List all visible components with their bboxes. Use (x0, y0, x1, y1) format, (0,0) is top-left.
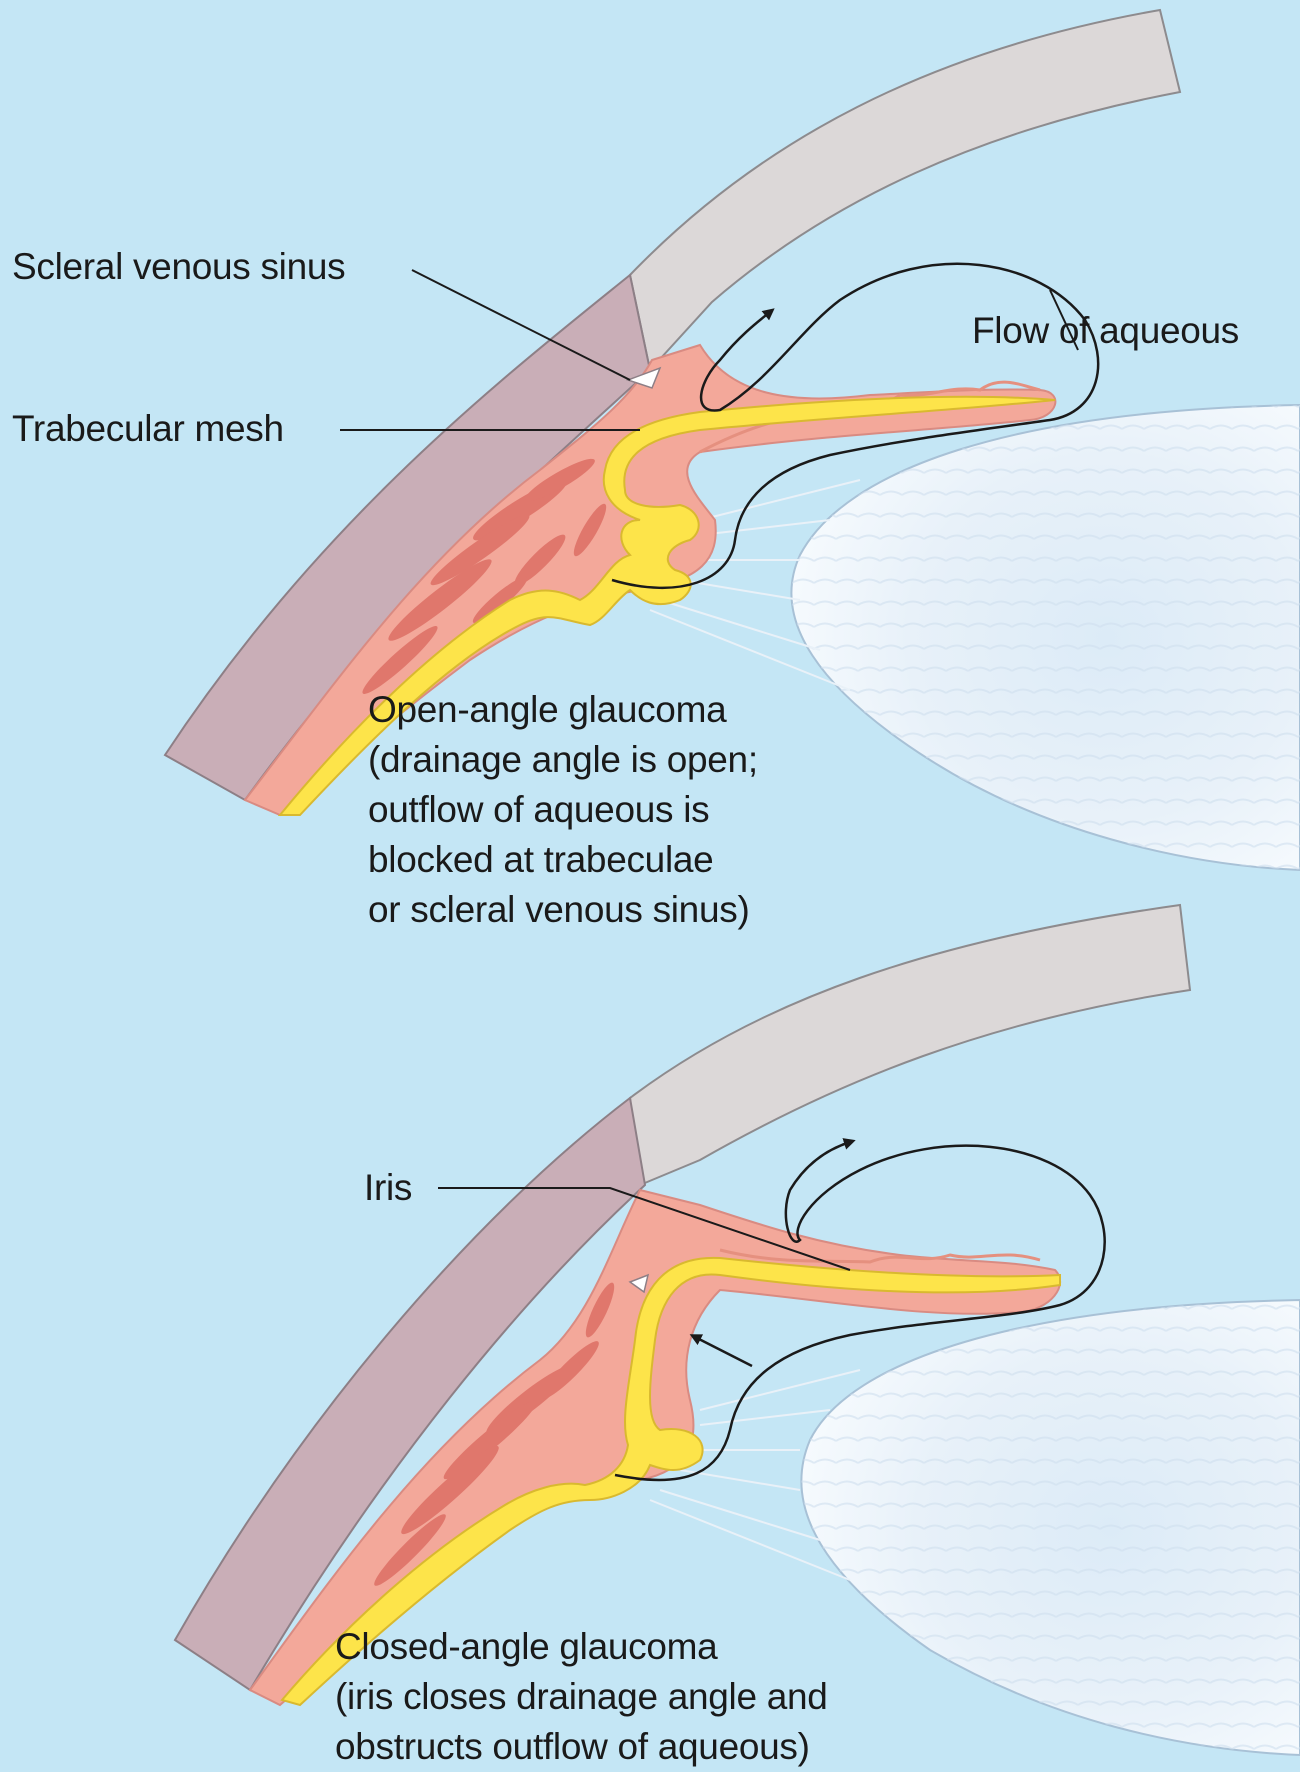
caption-line: Closed-angle glaucoma (335, 1622, 828, 1672)
label-scleral-venous-sinus: Scleral venous sinus (12, 242, 345, 292)
caption-line: (iris closes drainage angle and (335, 1672, 828, 1722)
caption-line: (drainage angle is open; (368, 735, 758, 785)
label-flow-of-aqueous: Flow of aqueous (972, 306, 1239, 356)
caption-line: outflow of aqueous is (368, 785, 758, 835)
caption-line: blocked at trabeculae (368, 835, 758, 885)
caption-line: Open-angle glaucoma (368, 685, 758, 735)
iris-pressure-arrow (695, 1337, 752, 1366)
caption-open-angle: Open-angle glaucoma (drainage angle is o… (368, 685, 758, 935)
label-trabecular-mesh: Trabecular mesh (12, 404, 284, 454)
caption-closed-angle: Closed-angle glaucoma (iris closes drain… (335, 1622, 828, 1772)
caption-line: or scleral venous sinus) (368, 885, 758, 935)
caption-line: obstructs outflow of aqueous) (335, 1722, 828, 1772)
cornea (630, 905, 1190, 1185)
label-iris: Iris (364, 1163, 412, 1213)
